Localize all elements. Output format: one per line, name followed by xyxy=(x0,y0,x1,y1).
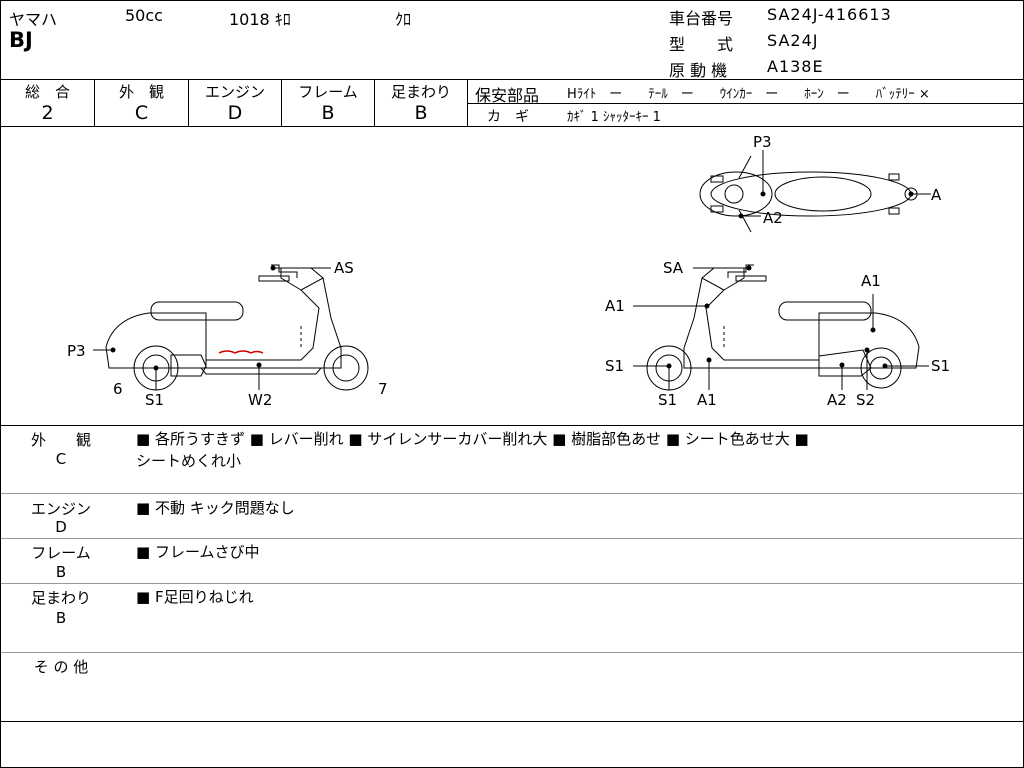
right-s2-label: S2 xyxy=(856,391,875,409)
suspension-section-grade: B xyxy=(55,609,67,627)
right-s1-left-label: S1 xyxy=(605,357,624,375)
top-a-label: A xyxy=(931,186,942,204)
overall-label: 総 合 xyxy=(24,83,70,101)
frame-grade-label: フレーム xyxy=(298,83,358,101)
left-s1-label: S1 xyxy=(145,391,164,409)
top-view-scooter xyxy=(699,155,918,233)
frame-notes: ■ フレームさび中 xyxy=(136,543,260,561)
left-as-label: AS xyxy=(334,259,354,277)
safety-items: Hﾗｲﾄ ー ﾃｰﾙ ー ｳｲﾝｶｰ ー ﾎｰﾝ ー ﾊﾞｯﾃﾘｰ × xyxy=(567,87,930,102)
frame-section-grade: B xyxy=(55,563,67,581)
engine-grade: D xyxy=(227,102,243,124)
top-leaders xyxy=(738,150,931,219)
right-a1-left-label: A1 xyxy=(605,297,625,315)
damage-diagram: AS P3 6 S1 W2 7 P3 A A2 xyxy=(67,133,950,409)
left-side-scooter xyxy=(105,264,369,391)
safety-label: 保安部品 xyxy=(475,86,540,105)
right-a1-top-label: A1 xyxy=(861,272,881,290)
type-label: 型 式 xyxy=(669,35,734,54)
engine-grade-label: エンジン xyxy=(204,83,265,101)
frame-no: SA24J-416613 xyxy=(767,5,892,24)
divider xyxy=(1,79,1023,80)
left-leaders xyxy=(93,265,331,390)
exterior-notes: ■ 各所うすきず ■ レバー削れ ■ サイレンサーカバー削れ大 ■ 樹脂部色あせ… xyxy=(136,430,809,448)
suspension-notes: ■ F足回りねじれ xyxy=(136,588,254,606)
exterior-section-grade: C xyxy=(55,450,67,468)
exterior-section-title: 外 観 xyxy=(30,431,91,449)
overall-grade: 2 xyxy=(41,102,54,124)
exterior-label: 外 観 xyxy=(118,83,164,101)
exterior-grade: C xyxy=(134,102,149,124)
right-side-scooter xyxy=(646,264,920,391)
right-sa-label: SA xyxy=(663,259,684,277)
left-p3-label: P3 xyxy=(67,342,86,360)
top-a2-label: A2 xyxy=(763,209,783,227)
right-s1-right-label: S1 xyxy=(931,357,950,375)
exterior-notes-2: シートめくれ小 xyxy=(136,452,242,470)
key-value: ｶｷﾞ 1 ｼｬｯﾀｰｷｰ 1 xyxy=(567,110,661,125)
type-value: SA24J xyxy=(767,31,819,50)
frame-grade: B xyxy=(321,102,335,124)
engine-section-grade: D xyxy=(55,518,67,536)
left-w2-label: W2 xyxy=(248,391,272,409)
right-a2-label: A2 xyxy=(827,391,847,409)
model-name: BJ xyxy=(9,28,33,52)
maker: ヤマハ xyxy=(9,10,58,29)
frame-no-label: 車台番号 xyxy=(669,9,734,28)
left-7-label: 7 xyxy=(378,380,388,398)
mileage: 1018 ｷﾛ xyxy=(229,10,291,29)
scratch-mark xyxy=(218,350,264,354)
displacement: 50cc xyxy=(125,6,163,25)
key-label: カ ギ xyxy=(487,109,529,125)
right-a1-bottom-label: A1 xyxy=(697,391,717,409)
engine-notes: ■ 不動 キック問題なし xyxy=(136,499,295,517)
left-6-label: 6 xyxy=(113,380,123,398)
suspension-grade-label: 足まわり xyxy=(390,83,451,101)
color: ｸﾛ xyxy=(395,10,412,29)
frame-section-title: フレーム xyxy=(31,544,91,562)
suspension-section-title: 足まわり xyxy=(30,589,91,607)
right-leaders xyxy=(633,265,929,390)
other-section-title: そ の 他 xyxy=(33,658,89,676)
engine-section-title: エンジン xyxy=(30,500,91,518)
suspension-grade: B xyxy=(414,102,428,124)
engine-label: 原 動 機 xyxy=(669,61,728,80)
top-p3-label: P3 xyxy=(753,133,772,151)
engine-value: A138E xyxy=(767,57,824,76)
right-s1-bottom-label: S1 xyxy=(658,391,677,409)
